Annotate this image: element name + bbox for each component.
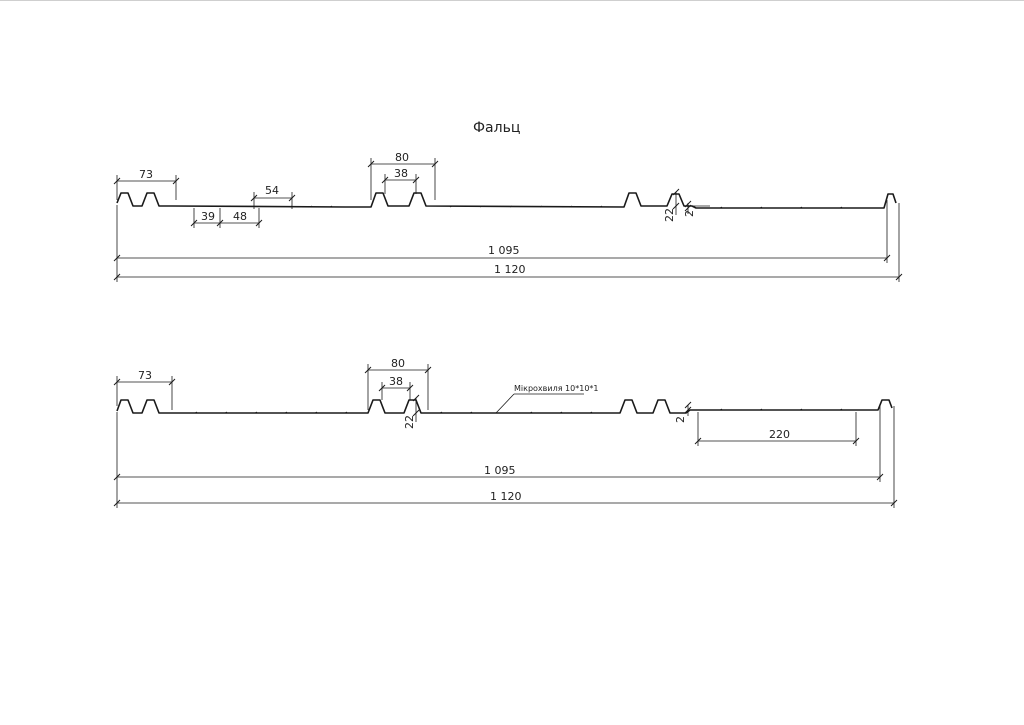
dim-top-73-label: 73 <box>139 168 153 181</box>
dim-top-73: 73 <box>113 168 180 200</box>
page-border-line <box>0 0 1024 1</box>
dim-bottom-38-label: 38 <box>389 375 403 388</box>
dim-top-1095-label: 1 095 <box>488 244 520 257</box>
dim-top-2-label: 2 <box>683 210 696 217</box>
dim-bottom-1120-label: 1 120 <box>490 490 522 503</box>
dim-bottom-1095: 1 095 <box>113 404 884 482</box>
dim-top-22-2: 22 2 <box>663 188 710 222</box>
dim-bottom-80-38: 80 38 <box>364 357 432 410</box>
dim-top-1120: 1 120 <box>113 203 903 282</box>
dim-bottom-1095-label: 1 095 <box>484 464 516 477</box>
profile-bottom-microwave <box>194 408 843 414</box>
dim-bottom-220-label: 220 <box>769 428 790 441</box>
dim-top-54-label: 54 <box>265 184 279 197</box>
dim-bottom-73: 73 <box>113 369 176 410</box>
profile-top-microwave <box>289 205 843 209</box>
dim-bottom-73-label: 73 <box>138 369 152 382</box>
microwave-note: Мікрохвиля 10*10*1 <box>514 384 599 393</box>
profile-top: 73 54 39 48 <box>113 151 903 282</box>
profile-top-outline <box>116 192 897 209</box>
dim-top-22-label: 22 <box>663 208 676 222</box>
microwave-callout: Мікрохвиля 10*10*1 <box>495 384 599 414</box>
dim-top-1095: 1 095 <box>113 200 891 263</box>
dim-bottom-2: 2 <box>674 401 692 423</box>
dim-bottom-1120: 1 120 <box>113 406 898 508</box>
dim-top-39-label: 39 <box>201 210 215 223</box>
dim-top-80-38: 80 38 <box>367 151 439 200</box>
dim-bottom-2-label: 2 <box>674 416 687 423</box>
dim-bottom-22: 22 <box>403 394 420 429</box>
drawing-title: Фальц <box>473 120 520 136</box>
dim-bottom-80-label: 80 <box>391 357 405 370</box>
dim-top-48-label: 48 <box>233 210 247 223</box>
dim-top-54: 54 <box>250 184 296 209</box>
profile-bottom: 73 80 38 22 <box>113 357 898 508</box>
dim-bottom-220: 220 <box>694 412 860 446</box>
dim-bottom-22-label: 22 <box>403 415 416 429</box>
dim-top-39-48: 39 48 <box>190 208 263 228</box>
profile-bottom-outline <box>116 399 893 414</box>
dim-top-38-label: 38 <box>394 167 408 180</box>
dim-top-80-label: 80 <box>395 151 409 164</box>
dim-top-1120-label: 1 120 <box>494 263 526 276</box>
